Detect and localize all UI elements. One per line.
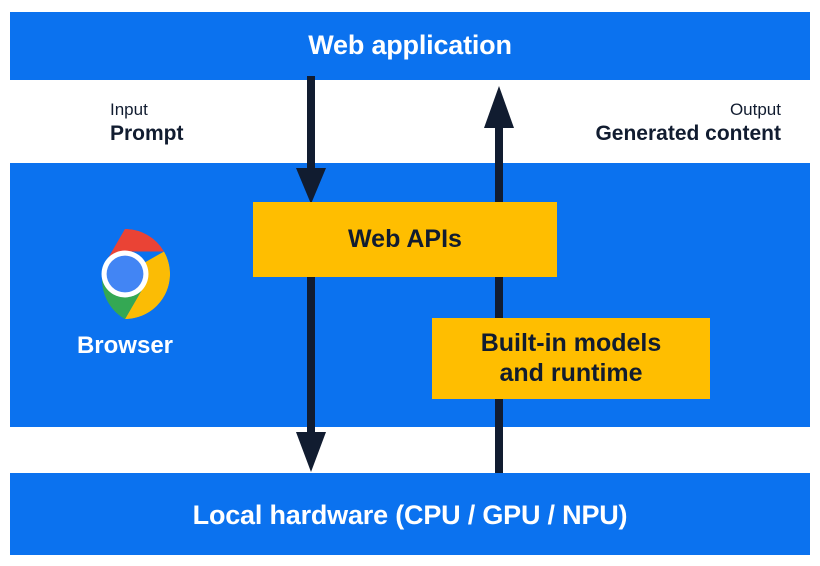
box-web-apis[interactable]: Web APIs (253, 202, 557, 277)
box-web-apis-label: Web APIs (348, 224, 462, 253)
box-built-in-models-line1: Built-in models (480, 329, 662, 357)
band-web-application: Web application (10, 12, 810, 80)
output-flow-caption: Output Generated content (595, 99, 781, 148)
box-built-in-models-label: Built-in models and runtime (481, 329, 662, 388)
arrow-down-icon-prompt-bottom (296, 272, 326, 472)
arrow-down-icon-prompt-top (296, 76, 326, 204)
band-local-hardware-title: Local hardware (CPU / GPU / NPU) (192, 500, 628, 530)
browser-label: Browser (76, 332, 174, 359)
browser-group: Browser (55, 228, 195, 360)
band-local-hardware: Local hardware (CPU / GPU / NPU) (10, 473, 810, 555)
input-label: Input (110, 100, 148, 119)
output-label: Output (729, 100, 781, 119)
box-built-in-models[interactable]: Built-in models and runtime (432, 318, 710, 399)
box-built-in-models-line2: and runtime (499, 358, 643, 387)
input-value: Prompt (110, 121, 184, 145)
band-web-application-title: Web application (308, 30, 512, 60)
output-value: Generated content (595, 121, 781, 145)
input-flow-caption: Input Prompt (110, 99, 184, 148)
chrome-logo-icon (101, 228, 171, 320)
arrow-up-icon-output-lower (495, 396, 503, 480)
